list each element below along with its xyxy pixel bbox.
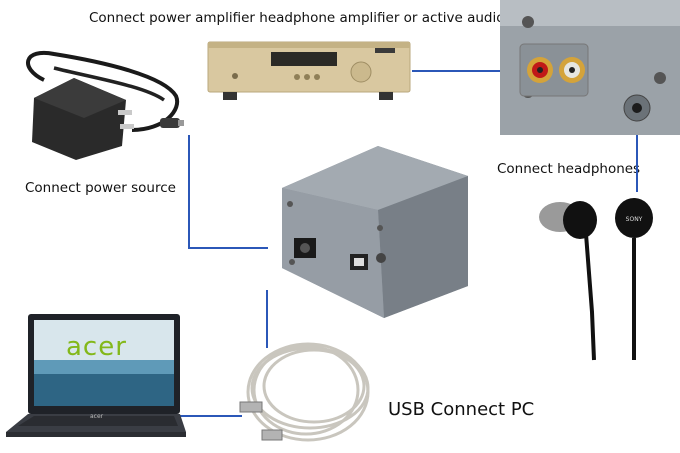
audio-jack-closeup-image [500,0,680,135]
laptop-image: acer acer [6,314,186,439]
amplifier-image [207,41,411,100]
power-adapter-image [26,50,184,160]
power-source-label: Connect power source [25,180,176,196]
usb-cable-image [239,342,370,442]
earphones-image: SONY [539,198,653,361]
laptop-keyboard-brand: acer [90,413,104,420]
headphones-label: Connect headphones [497,161,641,177]
laptop-brand-logo: acer [66,332,127,362]
earbud-brand-text: SONY [626,216,643,223]
usb-pc-label: USB Connect PC [388,399,535,420]
dac-box-image [268,138,473,320]
amplifier-connection-label: Connect power amplifier headphone amplif… [89,10,505,26]
